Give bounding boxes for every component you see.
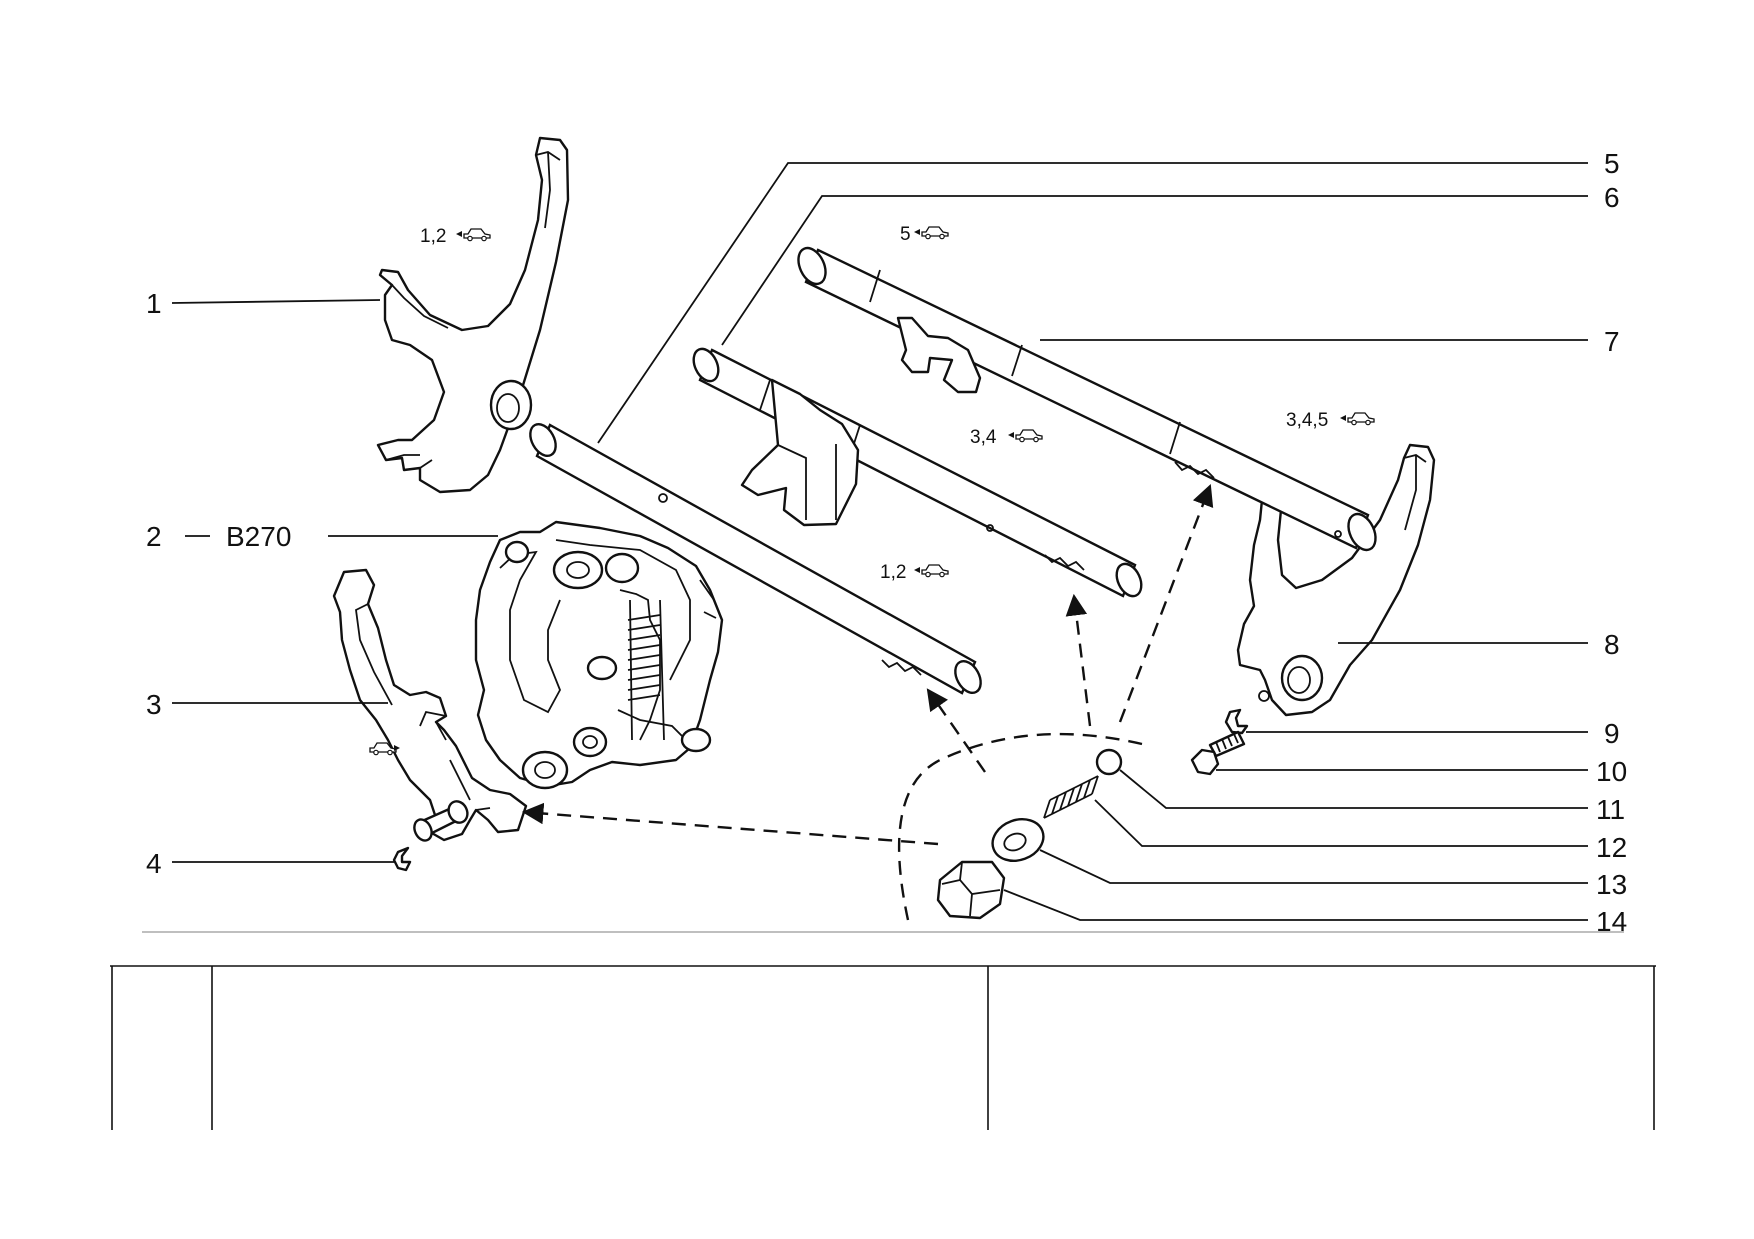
callout-2: 2 [146,521,162,552]
callout-13: 13 [1596,869,1627,900]
callout-5: 5 [1604,148,1620,179]
variant-label-rod-mid: 3,4 [970,427,997,448]
callout-4: 4 [146,848,162,879]
callout-6: 6 [1604,182,1620,213]
fork-1 [376,136,570,494]
bolt-10 [1190,730,1246,776]
car-icon [914,226,949,240]
callout-12: 12 [1596,832,1627,863]
car-icon [1340,412,1375,426]
fork-8 [1236,443,1436,717]
variant-label-fork-8: 3,4,5 [1286,410,1328,431]
arrow-left-icon [914,229,920,235]
callout-2-code: B270 [226,521,291,552]
callout-10: 10 [1596,756,1627,787]
shift-rod-6 [692,347,1143,598]
pin-with-clip-4 [392,800,469,872]
variant-label-rod-top: 5 [900,224,911,245]
callout-1: 1 [146,288,162,319]
callout-11: 11 [1596,794,1625,825]
callout-9: 9 [1604,718,1620,749]
car-icon [456,228,491,242]
plug-14 [936,860,1006,920]
selector-lever-3 [332,568,528,842]
washer-13 [991,818,1045,862]
ball-11 [1095,748,1123,776]
callout-7: 7 [1604,326,1620,357]
spring-12 [1043,775,1099,819]
car-icon [369,742,400,756]
arrow-right-icon [394,745,400,751]
shift-rod-7 [797,246,1377,552]
arrow-left-icon [914,567,920,573]
variant-label-fork-1: 1,2 [420,226,446,247]
clip-9 [1224,708,1249,735]
leader-lines [171,162,1588,921]
callout-3: 3 [146,689,162,720]
arrow-left-icon [456,231,462,237]
callout-8: 8 [1604,629,1620,660]
shift-rod-5 [529,423,982,695]
variant-label-rod-front: 1,2 [880,562,906,583]
car-icon [914,564,949,578]
selector-housing-b270 [474,520,724,790]
arrow-left-icon [1340,415,1346,421]
car-icon [1008,429,1043,443]
arrow-left-icon [1008,432,1014,438]
table-frame [110,965,1656,1130]
